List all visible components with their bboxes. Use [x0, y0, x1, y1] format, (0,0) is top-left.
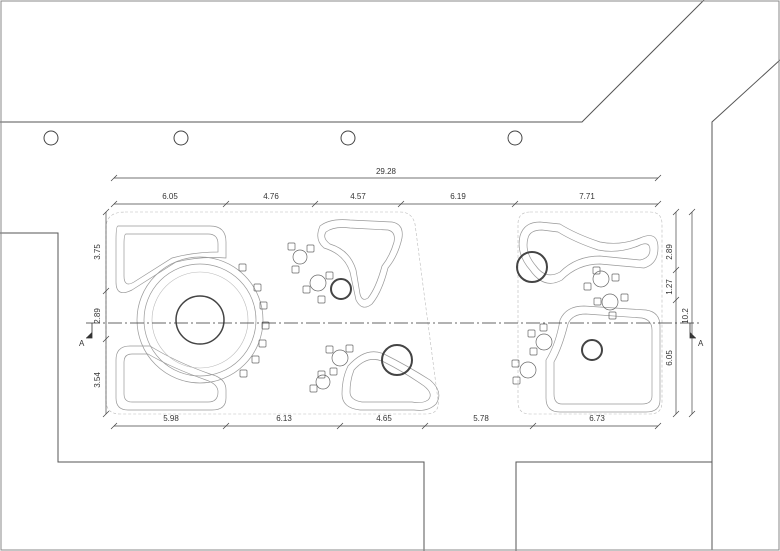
- dim-top-seg-5: 7.71: [579, 192, 595, 201]
- dim-bottom-seg-4: 5.78: [473, 414, 489, 423]
- tree-medium: [330, 278, 352, 300]
- dim-right-seg-1: 2.89: [665, 244, 674, 260]
- dim-right-seg-3: 6.05: [665, 350, 674, 366]
- table-set: [287, 242, 315, 274]
- chair: [261, 321, 270, 330]
- table-set: [593, 293, 629, 320]
- dim-top-overall: 29.28: [376, 167, 397, 176]
- chair-set: [238, 263, 270, 378]
- chair: [253, 283, 262, 292]
- column-row: [43, 130, 523, 146]
- tree-medium: [581, 339, 603, 361]
- right-dimensions: 2.89 1.27 6.05 10.2: [665, 208, 696, 418]
- dim-top-seg-4: 6.19: [450, 192, 466, 201]
- chair: [239, 369, 248, 378]
- dim-top-seg-2: 4.76: [263, 192, 279, 201]
- section-line: A A: [79, 322, 704, 348]
- right-planter-group: [511, 221, 661, 413]
- top-dimensions: 29.28 6.05 4.76 4.57 6.19 7.71: [110, 167, 662, 208]
- dim-bottom-seg-5: 6.73: [589, 414, 605, 423]
- middle-planter-group: [287, 219, 440, 411]
- dim-left-seg-1: 3.75: [93, 244, 102, 260]
- tree-medium: [381, 344, 413, 376]
- dim-left-seg-2: 2.89: [93, 308, 102, 324]
- tree-large: [516, 251, 548, 283]
- table-set: [302, 271, 334, 304]
- table-set: [309, 370, 331, 393]
- chair: [251, 355, 260, 364]
- column: [173, 130, 189, 146]
- dim-bottom-seg-3: 4.65: [376, 414, 392, 423]
- dim-right-overall: 10.2: [681, 308, 690, 324]
- chair: [258, 339, 267, 348]
- dim-top-seg-1: 6.05: [162, 192, 178, 201]
- dim-left-seg-3: 3.54: [93, 372, 102, 388]
- column: [340, 130, 356, 146]
- table-set: [325, 344, 354, 376]
- column: [507, 130, 523, 146]
- left-dimensions: 3.75 2.89 3.54: [93, 208, 110, 418]
- table-set: [583, 266, 620, 291]
- dim-top-seg-3: 4.57: [350, 192, 366, 201]
- chair: [238, 263, 247, 272]
- section-marker-left: A: [79, 339, 85, 348]
- dim-right-seg-2: 1.27: [665, 279, 674, 295]
- table-set: [511, 359, 537, 385]
- plaza-outline: [105, 211, 663, 415]
- chair: [259, 301, 268, 310]
- dim-bottom-seg-2: 6.13: [276, 414, 292, 423]
- section-marker-right: A: [698, 339, 704, 348]
- column: [43, 130, 59, 146]
- tree-large: [175, 295, 225, 345]
- dim-bottom-seg-1: 5.98: [163, 414, 179, 423]
- table-set: [527, 323, 553, 356]
- left-planter-group: [115, 225, 270, 411]
- bottom-dimensions: 5.98 6.13 4.65 5.78 6.73: [110, 414, 662, 430]
